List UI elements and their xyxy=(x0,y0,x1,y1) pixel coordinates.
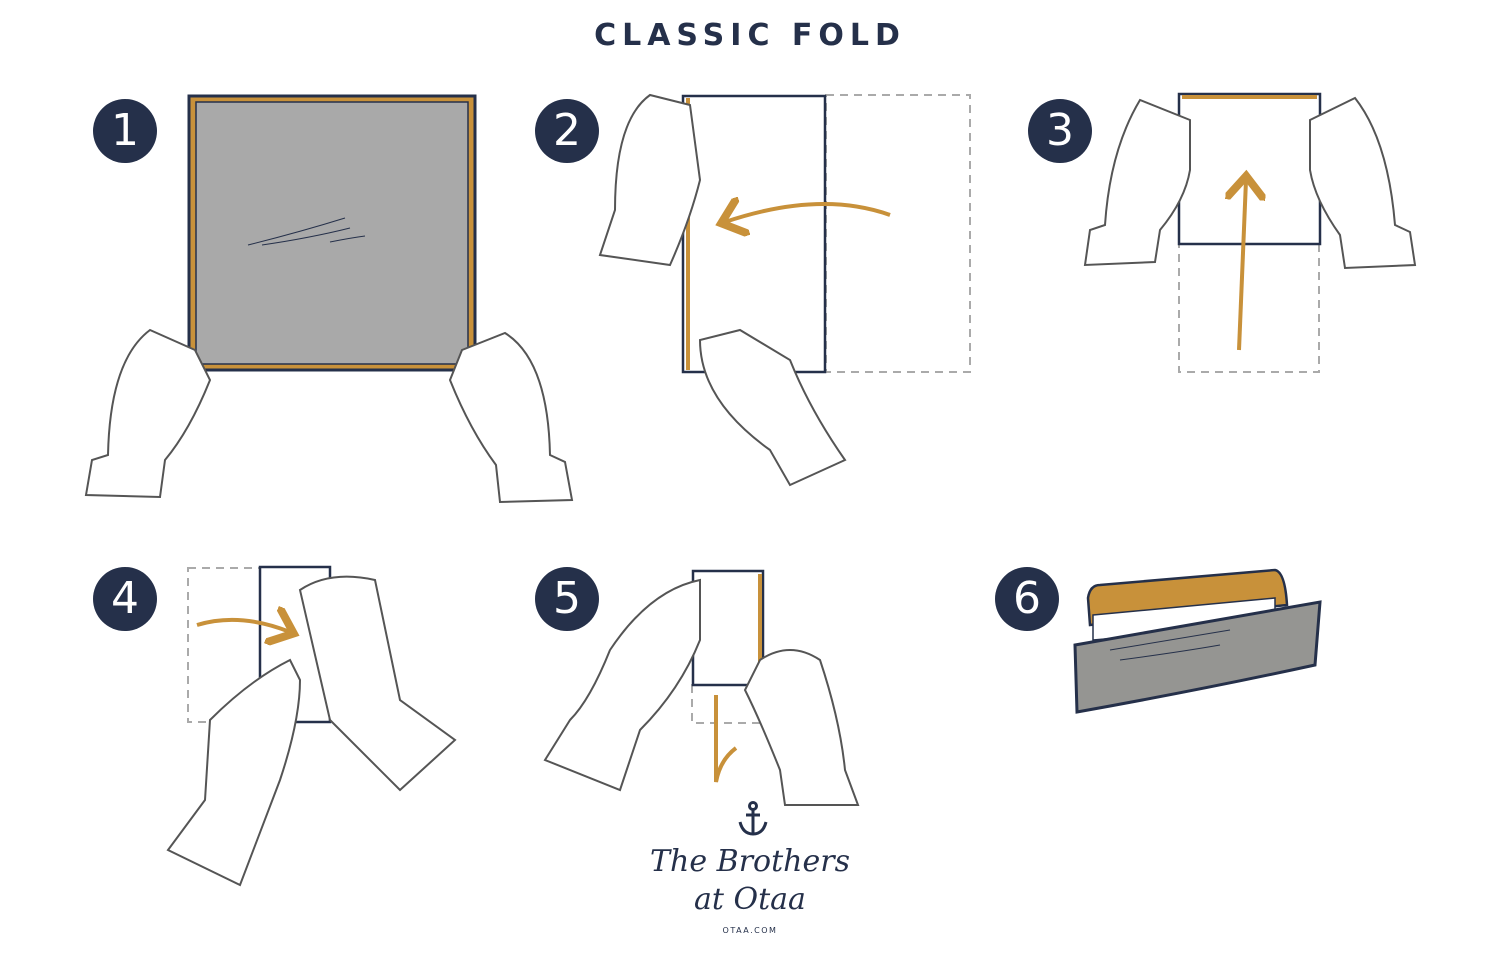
step-1-square-fabric xyxy=(187,94,477,372)
step-6-badge: 6 xyxy=(995,567,1059,631)
step-1-hands-icon xyxy=(84,328,574,504)
step-6-pocket xyxy=(1073,568,1322,714)
step-1-badge: 1 xyxy=(93,99,157,163)
logo-line-2: at Otaa xyxy=(694,882,806,917)
anchor-icon xyxy=(738,801,768,836)
step-3-quarter-fold xyxy=(1083,92,1417,373)
step-2-badge: 2 xyxy=(535,99,599,163)
logo-url: OTAA.COM xyxy=(722,926,778,935)
page-title: CLASSIC FOLD xyxy=(594,18,906,53)
step-5-vertical-fold xyxy=(543,569,860,806)
step-5-badge: 5 xyxy=(535,567,599,631)
logo-line-1: The Brothers xyxy=(650,844,850,879)
step-2-half-fold xyxy=(598,93,971,487)
step-4-side-fold xyxy=(166,565,457,887)
step-3-badge: 3 xyxy=(1028,99,1092,163)
step-4-badge: 4 xyxy=(93,567,157,631)
